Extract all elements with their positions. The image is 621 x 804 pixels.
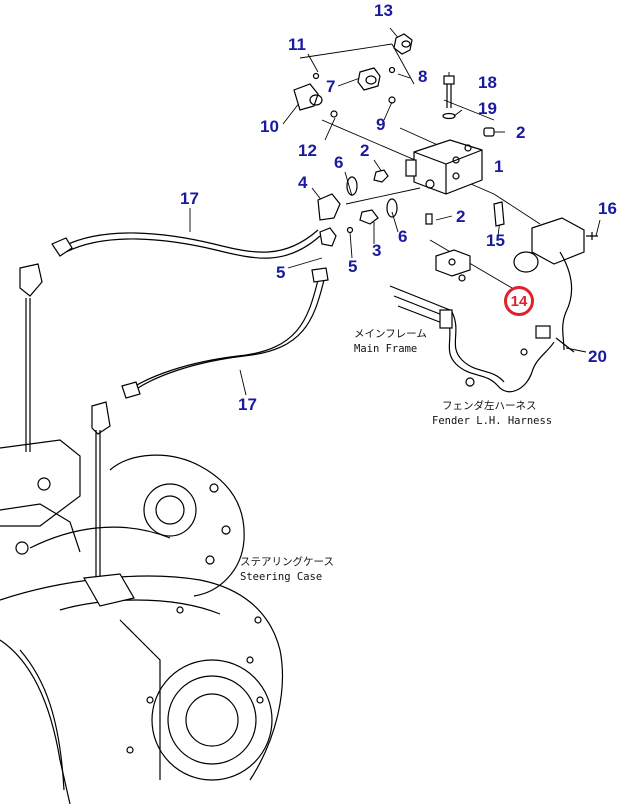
callout-3: 3: [372, 241, 382, 260]
callout-13: 13: [374, 1, 393, 20]
steering-case-label-jp: ステアリングケース: [240, 556, 334, 568]
callout-16: 16: [598, 199, 617, 218]
callout-2-upper: 2: [516, 123, 526, 142]
harness: [439, 309, 575, 393]
callout-10: 10: [260, 117, 279, 136]
callout-12: 12: [298, 141, 317, 160]
callout-6-lower: 6: [398, 227, 408, 246]
steering-case-label-en: Steering Case: [240, 571, 323, 583]
main-frame-label-jp: メインフレーム: [354, 328, 427, 340]
callout-8: 8: [418, 67, 428, 86]
callout-2-lower: 2: [456, 207, 466, 226]
callout-17-upper: 17: [180, 189, 199, 208]
callout-5-right: 5: [348, 257, 358, 276]
callout-15: 15: [486, 231, 505, 250]
callout-6-upper: 6: [334, 153, 344, 172]
solenoid-valve: [435, 201, 598, 351]
callout-2-mid: 2: [360, 141, 370, 160]
callout-20: 20: [588, 347, 607, 366]
callout-4: 4: [298, 173, 308, 192]
callout-9: 9: [376, 115, 386, 134]
steering-case: [0, 439, 283, 804]
valve-block: [317, 139, 483, 247]
fender-harness-label-en: Fender L.H. Harness: [432, 415, 553, 427]
upper-fittings: [293, 33, 495, 137]
hydraulic-hoses: [19, 229, 329, 600]
callout-19: 19: [478, 99, 497, 118]
callout-11: 11: [288, 35, 306, 54]
callout-7: 7: [326, 77, 336, 96]
callout-17-lower: 17: [238, 395, 257, 414]
callout-14-highlighted: 14: [504, 286, 534, 316]
main-frame-label-en: Main Frame: [354, 343, 418, 355]
fender-harness-label-jp: フェンダ左ハーネス: [442, 400, 537, 412]
callout-5-left: 5: [276, 263, 286, 282]
callout-18: 18: [478, 73, 497, 92]
callout-1: 1: [494, 157, 504, 176]
